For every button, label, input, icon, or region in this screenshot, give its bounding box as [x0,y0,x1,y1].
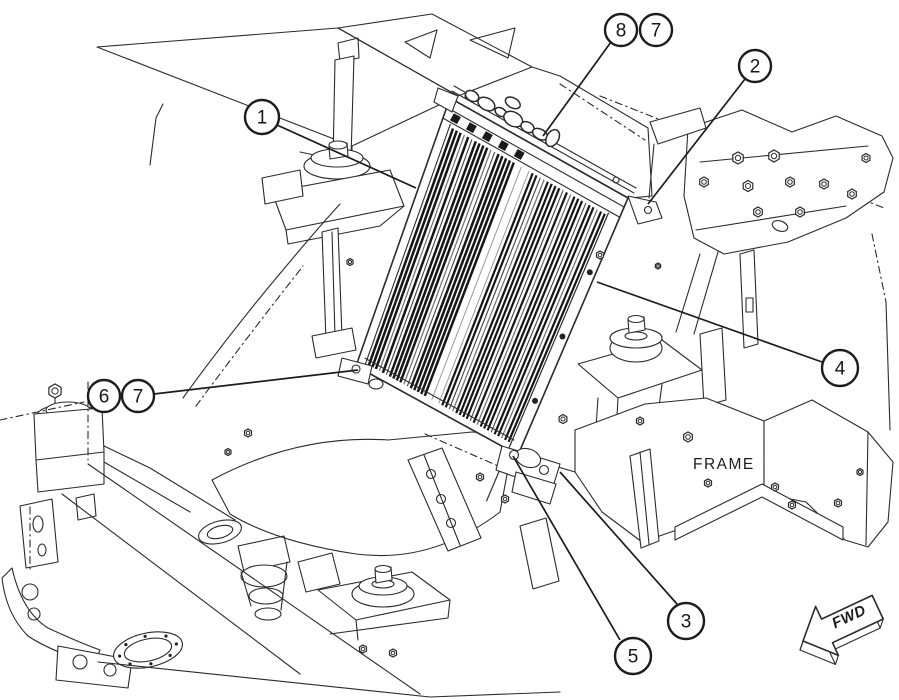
bolt-icon [770,482,780,492]
bolt-icon [475,472,485,482]
callout-7 [120,378,156,414]
callout-label-5: 5 [628,647,639,668]
callout-label-7: 7 [651,21,662,42]
fwd-arrow: FWD [799,594,885,665]
callout-label-1: 1 [257,108,268,129]
radiator-top-left-bracket [433,87,459,113]
fwd-arrow-face [802,594,885,657]
bolt-icon [768,149,780,163]
bolt-icon [243,428,253,438]
bolt-icon [346,257,354,267]
callout-5 [613,636,653,676]
bolt-icon [683,431,693,443]
bolt-icon [595,250,605,260]
arch-curve [182,203,341,399]
bolt-icon [847,188,857,200]
callout-4 [820,348,860,388]
bolt-icon [224,447,232,457]
frame-lower-rail [674,483,844,541]
radiator-assembly [337,85,663,505]
bolt-icon [635,416,645,426]
bolt-icon [358,644,368,654]
bolt-icon [833,498,843,508]
frame-bore-ring [113,631,183,669]
callout-label-4: 4 [835,359,846,380]
bolt-icon [785,176,795,188]
bolt-icon [703,478,713,488]
callout-2 [737,48,773,84]
callout-8 [603,12,639,48]
callout-7 [638,12,674,48]
bolt-icon [388,648,398,658]
bolt-icon [654,262,662,270]
bolt-icon [732,151,744,165]
bolt-icon [753,206,763,218]
callout-label-6: 6 [99,387,110,408]
radiator-fins [364,89,625,502]
gusset [404,29,438,59]
bolt-icon [861,152,871,164]
bolt-icon [819,178,829,190]
frame-label: FRAME [693,456,755,473]
callout-1 [243,98,281,136]
gusset [469,27,516,59]
rear-panel [531,66,653,199]
pillar-bracket [407,447,482,552]
callout-label-3: 3 [681,612,692,633]
callout-6 [86,378,122,414]
callout-label-8: 8 [616,21,627,42]
bolt-icon [558,413,568,425]
bolt-icon [500,494,510,504]
bolt-icon [742,179,754,193]
callout-label-7: 7 [133,387,144,408]
bolt-icon [795,206,805,218]
top-left-plate [96,27,459,147]
bolt-icon [787,500,797,510]
callouts: 1 8 7 2 4 6 7 3 5 [86,12,860,676]
callout-label-2: 2 [750,57,761,78]
bolt-icon [856,467,864,477]
engine-bay-opening [211,431,512,557]
bolt-icon [699,176,709,188]
frame-structure: FRAME [0,13,894,698]
bolt-icon [48,383,62,399]
callout-3 [666,601,706,641]
fasteners [48,149,871,666]
